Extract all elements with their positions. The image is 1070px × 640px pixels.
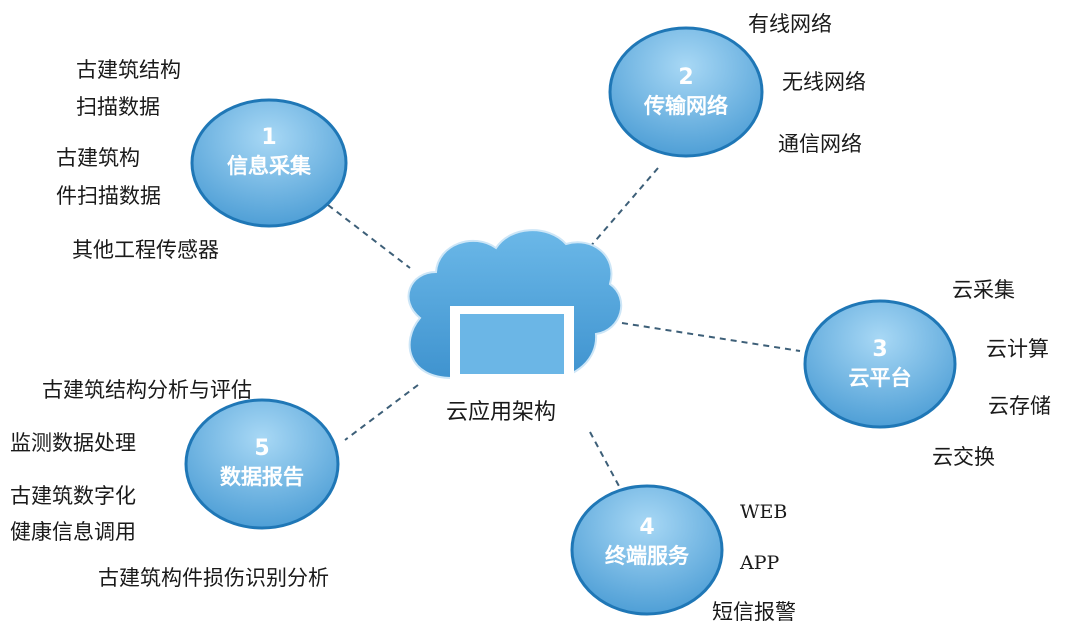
cloud-icon	[407, 229, 623, 385]
node-5-number: 5	[254, 436, 269, 461]
node-4-title: 终端服务	[605, 544, 690, 568]
node-2-title: 传输网络	[643, 94, 728, 118]
node-2: 2 传输网络	[608, 26, 764, 158]
connector-node-2	[589, 167, 659, 248]
node-3-number: 3	[872, 337, 887, 362]
connector-node-4	[589, 431, 621, 489]
node-2-item: 有线网络	[748, 12, 832, 36]
node-5-item: 古建筑数字化	[10, 484, 136, 508]
node-2-item: 无线网络	[782, 70, 866, 94]
node-4-item: WEB	[740, 501, 788, 523]
node-1-title: 信息采集	[227, 154, 312, 178]
node-1-item: 扫描数据	[76, 95, 160, 119]
connector-node-1	[327, 204, 411, 269]
node-1: 1 信息采集	[190, 98, 348, 228]
connector-node-3	[621, 322, 801, 352]
connector-node-5	[344, 384, 419, 441]
node-4: 4 终端服务	[570, 484, 724, 616]
node-3-item: 云采集	[952, 278, 1015, 302]
node-3-item: 云存储	[988, 394, 1051, 418]
node-1-item: 古建筑构	[56, 146, 140, 170]
node-5: 5 数据报告	[184, 398, 340, 530]
node-2-number: 2	[678, 65, 693, 90]
node-1-item: 件扫描数据	[56, 184, 161, 208]
node-1-item: 其他工程传感器	[72, 238, 219, 262]
node-3-item: 云交换	[932, 445, 995, 469]
node-3: 3 云平台	[803, 299, 957, 429]
center-label: 云应用架构	[446, 400, 557, 425]
node-1-item: 古建筑结构	[76, 58, 181, 82]
node-4-item: 短信报警	[712, 600, 796, 624]
node-5-item: 健康信息调用	[10, 520, 136, 544]
node-5-item: 古建筑结构分析与评估	[42, 378, 252, 402]
node-3-item: 云计算	[986, 337, 1049, 361]
node-5-title: 数据报告	[220, 465, 304, 489]
node-2-item: 通信网络	[778, 132, 862, 156]
node-4-item: APP	[740, 552, 780, 574]
node-3-title: 云平台	[849, 366, 912, 390]
node-1-number: 1	[261, 125, 276, 150]
node-5-item: 监测数据处理	[10, 431, 136, 455]
node-5-item: 古建筑构件损伤识别分析	[98, 566, 329, 590]
node-4-number: 4	[639, 515, 654, 540]
